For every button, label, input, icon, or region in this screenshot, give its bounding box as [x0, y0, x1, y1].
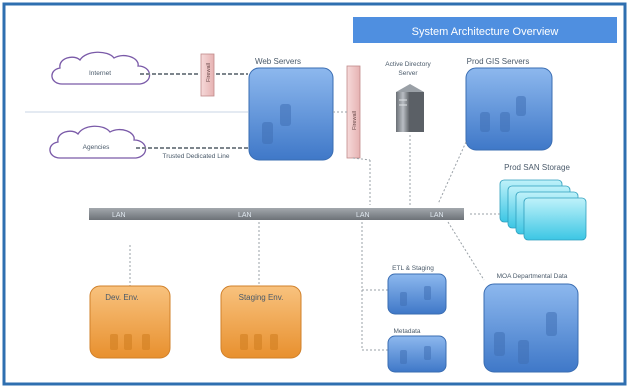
web-servers-node: Web Servers — [248, 57, 334, 161]
moa-lan-link — [447, 221, 485, 281]
title-banner: System Architecture Overview — [353, 17, 617, 43]
firewall-left: Firewall — [200, 53, 215, 97]
lan-label-1: LAN — [112, 212, 126, 219]
gis-lan-link — [437, 141, 467, 205]
metadata-label: Metadata — [393, 328, 420, 335]
moa-data-node: MOA Departmental Data — [483, 273, 579, 373]
etl-staging-node: ETL & Staging — [387, 265, 447, 315]
firewall-left-label: Firewall — [206, 63, 212, 82]
etl-staging-label: ETL & Staging — [392, 265, 434, 272]
lan-label-2: LAN — [238, 212, 252, 219]
firewall-lan-link-b — [352, 157, 371, 161]
internet-label: Internet — [89, 70, 111, 77]
ad-label-line1: Active Directory — [385, 61, 431, 68]
staging-env-label: Staging Env. — [239, 293, 284, 302]
internet-cloud: Internet — [51, 51, 151, 85]
prod-san-node: Prod SAN Storage — [499, 163, 587, 241]
staging-env-node: Staging Env. — [220, 285, 302, 359]
firewall-right: Firewall — [346, 65, 361, 159]
trusted-line-label: Trusted Dedicated Line — [163, 153, 230, 160]
dev-env-node: Dev. Env. — [89, 285, 171, 359]
moa-data-label: MOA Departmental Data — [497, 273, 568, 280]
lan-label-3: LAN — [356, 212, 370, 219]
diagram-title: System Architecture Overview — [412, 26, 559, 38]
ad-label-line2: Server — [398, 70, 418, 77]
lan-label-4: LAN — [430, 212, 444, 219]
active-directory-node: Active Directory Server — [385, 61, 432, 132]
prod-gis-node: Prod GIS Servers — [465, 57, 553, 151]
prod-san-label: Prod SAN Storage — [504, 163, 570, 172]
dev-env-label: Dev. Env. — [105, 293, 139, 302]
metadata-node: Metadata — [387, 328, 447, 373]
prod-gis-label: Prod GIS Servers — [467, 57, 530, 66]
web-servers-label: Web Servers — [255, 57, 301, 66]
agencies-label: Agencies — [83, 144, 110, 151]
firewall-right-label: Firewall — [352, 111, 358, 130]
lan-backbone: LAN LAN LAN LAN — [89, 208, 464, 220]
agencies-cloud: Agencies — [49, 125, 147, 159]
